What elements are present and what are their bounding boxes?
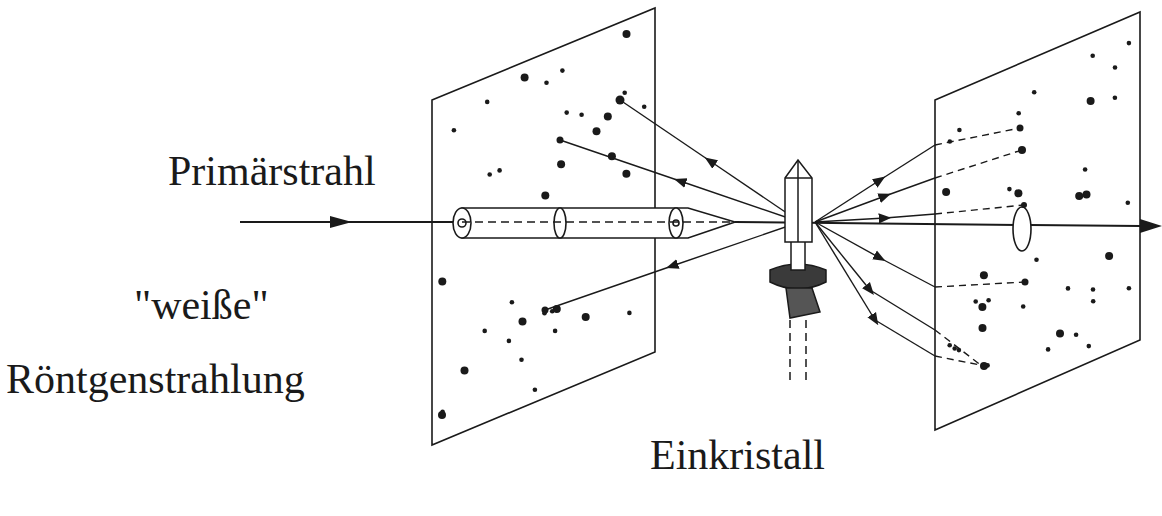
transmitted-beam (1030, 225, 1140, 226)
forward-reflections (815, 180, 885, 320)
forward-reflections (870, 145, 935, 356)
figure-label: "weiße" (134, 282, 269, 328)
beam-hole (1013, 207, 1031, 251)
back-reflections (545, 100, 800, 310)
transmitted-beam (735, 222, 1030, 225)
figure-label: Primärstrahl (168, 148, 376, 194)
figure-label: Einkristall (650, 432, 825, 478)
collimator (453, 208, 735, 238)
figure-label: Röntgenstrahlung (6, 356, 305, 402)
beam-arrow (1140, 219, 1162, 233)
forward-reflections-behind (935, 128, 1025, 366)
right-film-plate (935, 12, 1140, 430)
beam-arrow (330, 216, 352, 228)
single-crystal (770, 160, 826, 385)
